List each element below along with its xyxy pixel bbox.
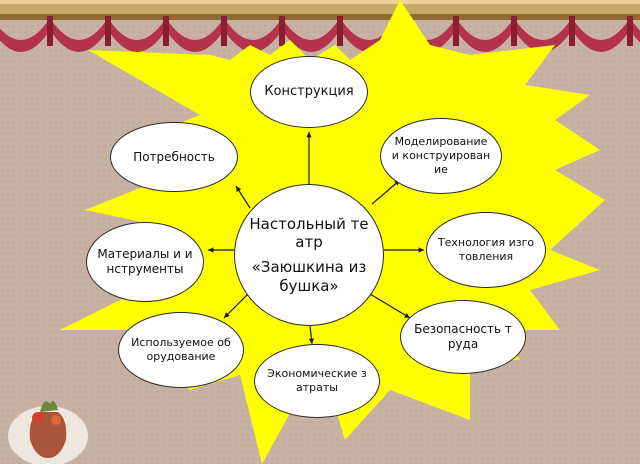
- arrow-need-head: [236, 186, 242, 192]
- center-subtitle: «Заюшкина избушка»: [251, 258, 367, 295]
- arrow-construction-head: [306, 132, 312, 138]
- node-materials-label: Материалы и инструменты: [97, 247, 193, 276]
- curtain-swag: [166, 18, 224, 52]
- curtain-swag: [50, 18, 108, 52]
- arrow-equipment: [223, 293, 249, 319]
- arrow-equipment-head: [224, 312, 230, 318]
- node-costs: Экономические затраты: [254, 344, 380, 418]
- curtain-tassel: [47, 16, 53, 46]
- arrow-costs-head: [308, 338, 314, 344]
- node-modeling: Моделирование и конструирование: [380, 118, 502, 194]
- node-construction-label: Конструкция: [264, 83, 354, 99]
- curtain-swag: [514, 18, 572, 52]
- curtain-tassel: [627, 16, 633, 46]
- node-safety: Безопасность труда: [400, 300, 526, 374]
- node-modeling-label: Моделирование и конструирование: [391, 135, 491, 176]
- node-construction: Конструкция: [250, 56, 368, 128]
- node-need-label: Потребность: [133, 149, 215, 164]
- curtain-swag: [224, 18, 282, 52]
- center-node: Настольный театр «Заюшкина избушка»: [234, 184, 384, 326]
- node-safety-label: Безопасность труда: [414, 322, 512, 351]
- curtain-tassel: [569, 16, 575, 46]
- curtain-tassel: [511, 16, 517, 46]
- node-need: Потребность: [110, 122, 238, 192]
- curtain-tassel: [163, 16, 169, 46]
- curtain-tassel: [453, 16, 459, 46]
- node-equipment: Используемое оборудование: [118, 312, 244, 388]
- node-equipment-label: Используемое оборудование: [131, 336, 231, 363]
- center-title: Настольный театр: [249, 214, 369, 252]
- curtain-tassel: [279, 16, 285, 46]
- vase-picture: [8, 401, 88, 464]
- curtain-swag: [572, 18, 630, 52]
- curtain-swag: [0, 18, 50, 52]
- curtain-swag: [108, 18, 166, 52]
- arrow-materials-head: [208, 247, 214, 253]
- curtain-tassel: [221, 16, 227, 46]
- node-materials: Материалы и инструменты: [86, 222, 204, 302]
- node-costs-label: Экономические затраты: [267, 367, 367, 394]
- curtain-tassel: [105, 16, 111, 46]
- curtain-swag: [456, 18, 514, 52]
- arrow-technology-head: [418, 247, 424, 253]
- arrow-modeling: [371, 179, 401, 205]
- curtain-tassel: [337, 16, 343, 46]
- node-technology: Технология изготовления: [426, 212, 546, 288]
- node-technology-label: Технология изготовления: [437, 236, 535, 263]
- curtain-swag: [282, 18, 340, 52]
- arrow-safety: [369, 293, 411, 319]
